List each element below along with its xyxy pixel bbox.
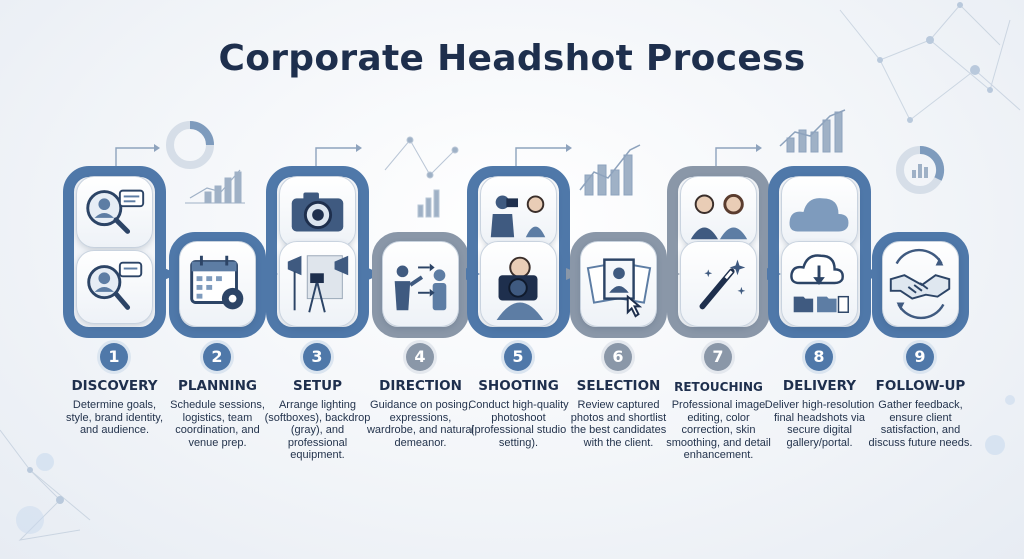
step-planning: 2 PLANNING Schedule sessions, logistics,… xyxy=(166,0,269,559)
step-icon-card xyxy=(580,241,657,327)
step-title: FOLLOW-UP xyxy=(875,378,966,394)
step-title: DELIVERY xyxy=(782,378,857,394)
step-discovery: 1 DISCOVERY Determine goals, style, bran… xyxy=(63,0,166,559)
step-description: Schedule sessions, logistics, team coord… xyxy=(170,399,265,449)
step-title: SETUP xyxy=(292,378,342,394)
direction-people-icon xyxy=(394,263,447,311)
step-description: Gather feedback, ensure client satisfact… xyxy=(868,399,973,449)
step-frame xyxy=(768,166,871,338)
step-frame xyxy=(169,232,266,338)
step-icon-card xyxy=(76,176,153,248)
step-frame xyxy=(266,166,369,338)
step-icon-card xyxy=(480,241,557,327)
step-icon-card xyxy=(680,176,757,248)
step-icon-card xyxy=(279,176,356,248)
step-icon-card xyxy=(781,241,858,327)
step-icon-card xyxy=(480,176,557,248)
step-frame xyxy=(63,166,166,338)
step-description: Professional image editing, color correc… xyxy=(666,399,771,461)
step-icon-card xyxy=(76,250,153,324)
search-person-icon xyxy=(86,189,145,234)
step-frame xyxy=(872,232,969,338)
magic-wand-icon xyxy=(699,259,746,310)
step-retouching: 7 RETOUCHING Professional image editing,… xyxy=(666,0,771,559)
step-frame xyxy=(372,232,469,338)
step-title: SHOOTING xyxy=(478,378,559,394)
step-number-badge: 4 xyxy=(406,343,434,371)
step-number-badge: 5 xyxy=(504,343,532,371)
step-delivery: 8 DELIVERY Deliver high-resolution final… xyxy=(765,0,874,559)
search-person-icon xyxy=(87,261,143,310)
step-number-badge: 1 xyxy=(100,343,128,371)
step-selection: 6 SELECTION Review captured photos and s… xyxy=(567,0,670,559)
step-description: Determine goals, style, brand identity, … xyxy=(65,399,163,436)
step-icon-card xyxy=(179,241,256,327)
step-follow-up: 9 FOLLOW-UP Gather feedback, ensure clie… xyxy=(869,0,972,559)
page-title: Corporate Headshot Process xyxy=(218,38,806,79)
step-frame xyxy=(467,166,570,338)
camera-icon xyxy=(291,192,344,232)
photographer-icon xyxy=(496,256,544,321)
cloud-download-icon xyxy=(790,254,849,313)
photographer-icon xyxy=(490,195,546,238)
step-direction: 4 DIRECTION Guidance on posing, expressi… xyxy=(367,0,474,559)
step-icon-card xyxy=(279,241,356,327)
step-title: DIRECTION xyxy=(379,378,462,394)
step-number-badge: 3 xyxy=(303,343,331,371)
step-icon-card xyxy=(680,241,757,327)
step-description: Guidance on posing, expressions, wardrob… xyxy=(366,399,474,449)
cloud-icon xyxy=(789,198,849,232)
step-icon-card xyxy=(382,241,459,327)
step-title: RETOUCHING xyxy=(674,380,763,394)
step-number-badge: 2 xyxy=(203,343,231,371)
lighting-tripod-icon xyxy=(287,255,349,313)
step-setup: 3 SETUP Arrange lighting (softboxes), ba… xyxy=(265,0,370,559)
calendar-gear-icon xyxy=(190,255,244,310)
step-description: Conduct high-quality photoshoot (profess… xyxy=(468,399,569,449)
step-title: SELECTION xyxy=(576,378,661,394)
portrait-pair-icon xyxy=(690,194,748,240)
step-shooting: 5 SHOOTING Conduct high-quality photosho… xyxy=(467,0,570,559)
step-number-badge: 7 xyxy=(704,343,732,371)
handshake-icon xyxy=(889,248,951,320)
step-title: PLANNING xyxy=(178,378,257,394)
photo-select-icon xyxy=(586,258,652,318)
step-description: Arrange lighting (softboxes), backdrop (… xyxy=(264,399,371,461)
step-title: DISCOVERY xyxy=(71,378,158,394)
step-frame xyxy=(667,166,770,338)
step-number-badge: 8 xyxy=(805,343,833,371)
step-number-badge: 6 xyxy=(604,343,632,371)
step-description: Review captured photos and shortlist the… xyxy=(570,399,667,449)
step-icon-card xyxy=(882,241,959,327)
step-number-badge: 9 xyxy=(906,343,934,371)
step-frame xyxy=(570,232,667,338)
step-description: Deliver high-resolution final headshots … xyxy=(764,399,875,449)
step-icon-card xyxy=(781,176,858,248)
